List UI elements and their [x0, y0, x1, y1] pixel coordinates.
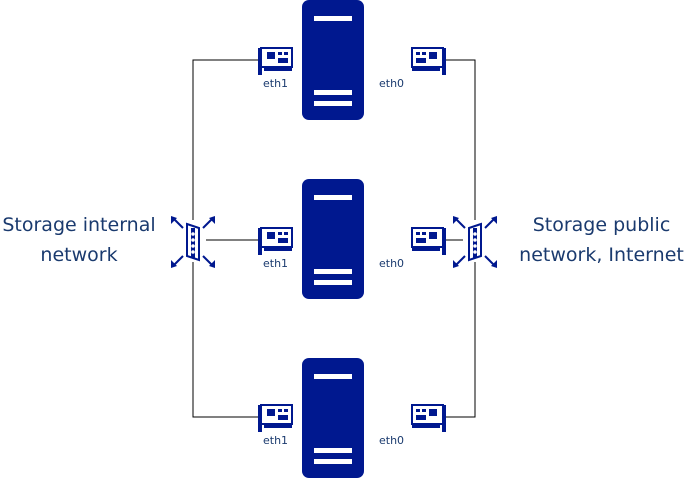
server-3-eth1-nic-icon: [257, 404, 293, 433]
server-3-right-port-label: eth0: [379, 434, 404, 447]
internal-network-label-line2: network: [40, 244, 118, 266]
server-2-eth0-nic-icon: [411, 227, 447, 256]
server-3-icon: [302, 358, 364, 478]
server-1-left-port-label: eth1: [263, 77, 288, 90]
internal-link-top: [192, 59, 258, 220]
server-2-eth1-nic-icon: [257, 227, 293, 256]
server-1-right-port-label: eth0: [379, 77, 404, 90]
public-link-top: [412, 59, 476, 220]
server-3-left-port-label: eth1: [263, 434, 288, 447]
server-1-eth0-nic-icon: [411, 47, 447, 76]
server-1-eth1-nic-icon: [257, 47, 293, 76]
public-network-label-line1: Storage public: [532, 214, 671, 236]
server-2-right-port-label: eth0: [379, 257, 404, 270]
server-3-eth0-nic-icon: [411, 404, 447, 433]
public-network-label: Storage public network, Internet: [513, 210, 690, 270]
internal-switch-icon: [170, 215, 216, 269]
server-2-left-port-label: eth1: [263, 257, 288, 270]
public-switch-icon: [452, 215, 498, 269]
internal-network-label-line1: Storage internal: [2, 214, 156, 236]
server-1-icon: [302, 0, 364, 120]
public-network-label-line2: network, Internet: [519, 244, 684, 266]
internal-network-label: Storage internal network: [0, 210, 158, 270]
public-link-bottom: [412, 262, 476, 418]
server-2-icon: [302, 179, 364, 299]
internal-link-bottom: [192, 262, 258, 418]
